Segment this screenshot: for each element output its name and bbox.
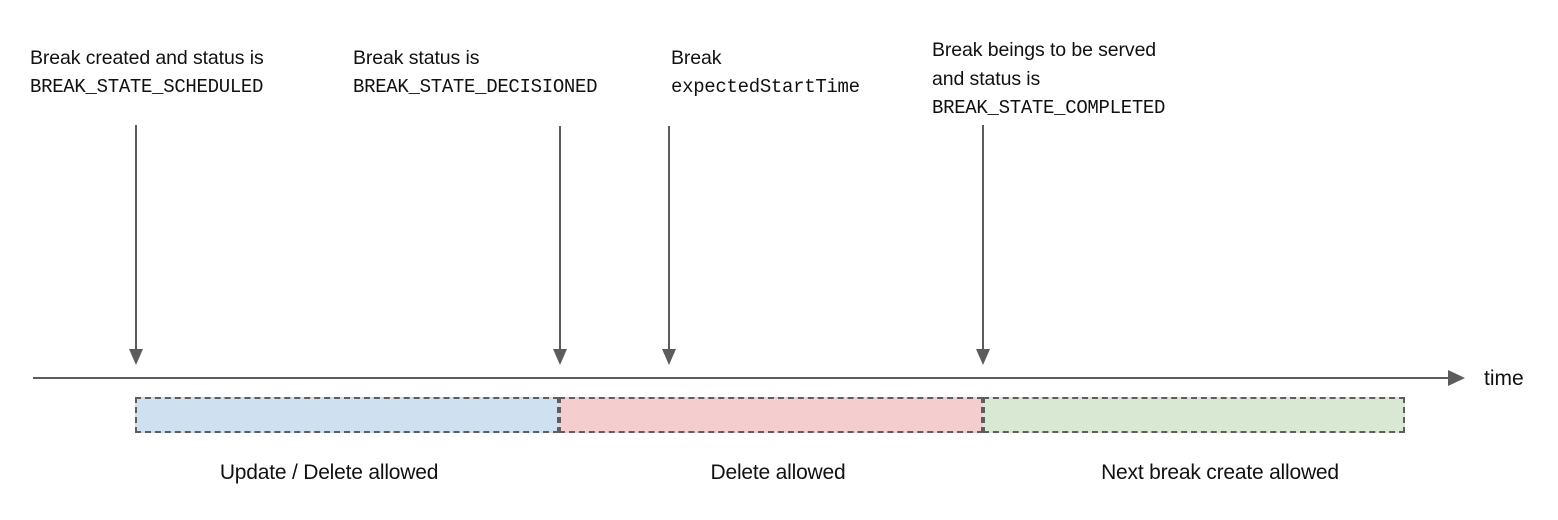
phase-caption-update-delete: Update / Delete allowed — [219, 461, 439, 484]
annotation-line: BREAK_STATE_DECISIONED — [353, 76, 598, 98]
pointer-arrow-expected-start-time — [662, 126, 676, 365]
annotation-line: BREAK_STATE_SCHEDULED — [30, 76, 264, 98]
phase-bar-delete-only — [559, 397, 983, 433]
arrow-stem — [982, 125, 984, 350]
annotation-line: Break status is — [353, 47, 480, 69]
annotation-expected-start-time: Break expectedStartTime — [671, 44, 860, 102]
annotation-decisioned: Break status is BREAK_STATE_DECISIONED — [353, 44, 598, 102]
pointer-arrow-decisioned — [553, 126, 567, 365]
arrow-head-down-icon — [976, 349, 990, 365]
arrow-head-down-icon — [129, 349, 143, 365]
pointer-arrow-scheduled — [129, 125, 143, 365]
annotation-line: Break — [671, 47, 722, 69]
time-axis-label: time — [1484, 367, 1524, 390]
arrow-stem — [135, 125, 137, 350]
arrow-head-right-icon — [1448, 370, 1465, 386]
annotation-line: Break created and status is — [30, 47, 264, 69]
phase-caption-next-break-create: Next break create allowed — [1101, 461, 1339, 484]
arrow-stem — [559, 126, 561, 350]
arrow-stem — [668, 126, 670, 350]
phase-bar-next-break-create — [983, 397, 1405, 433]
annotation-line: Break beings to be served — [932, 39, 1157, 61]
arrow-head-down-icon — [553, 349, 567, 365]
pointer-arrow-completed — [976, 125, 990, 365]
time-axis-line — [33, 377, 1448, 379]
annotation-scheduled: Break created and status is BREAK_STATE_S… — [30, 44, 264, 102]
phase-caption-delete-only: Delete allowed — [710, 461, 846, 484]
annotation-line: expectedStartTime — [671, 76, 860, 98]
annotation-completed: Break beings to be served and status is BR… — [932, 36, 1165, 123]
phase-bar-update-delete — [135, 397, 559, 433]
annotation-line: and status is — [932, 68, 1041, 90]
arrow-head-down-icon — [662, 349, 676, 365]
annotation-line: BREAK_STATE_COMPLETED — [932, 97, 1166, 119]
